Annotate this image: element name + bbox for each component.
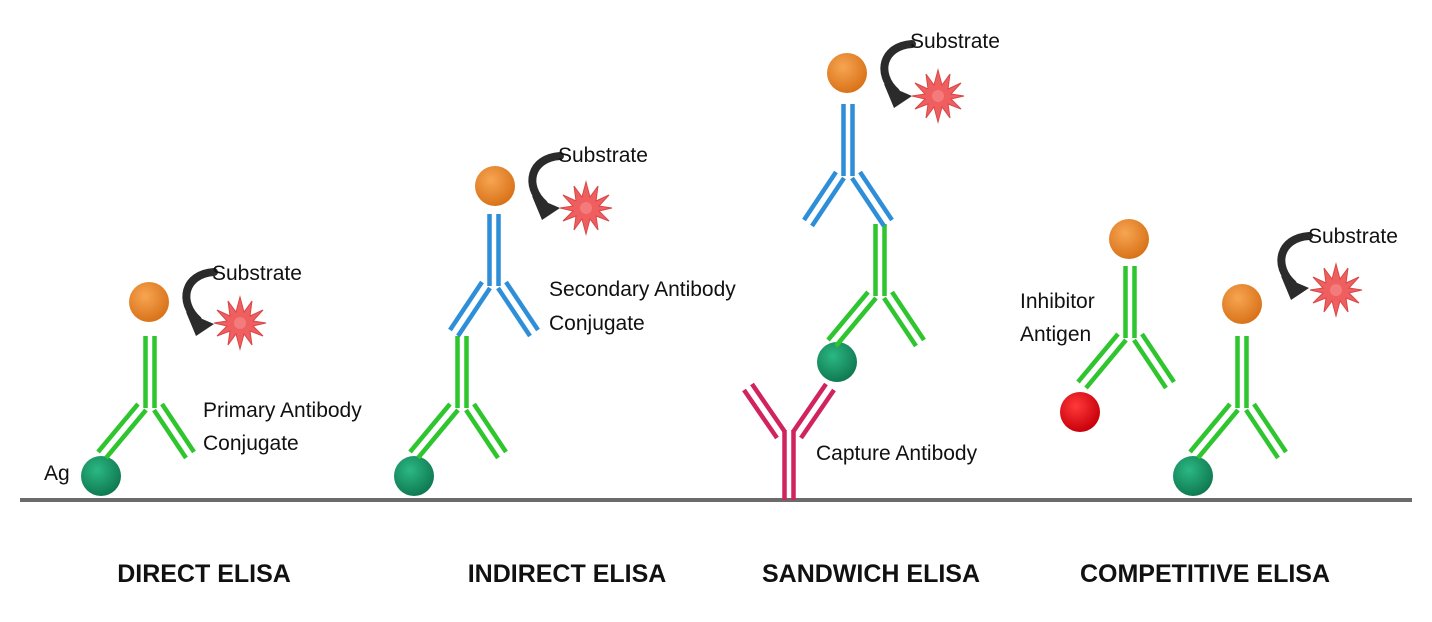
primary-antibody <box>1190 336 1286 458</box>
capture-antibody-label: Capture Antibody <box>816 442 978 465</box>
enzyme-label <box>129 282 169 322</box>
substrate-label: Substrate <box>1308 225 1398 248</box>
detection-antibody <box>828 224 924 346</box>
substrate-star-icon <box>911 69 965 123</box>
panel-title: SANDWICH ELISA <box>762 560 980 588</box>
panel-direct-elisa: Substrate Primary Antibody Conjugate Ag … <box>44 262 362 588</box>
substrate-label: Substrate <box>558 144 648 167</box>
enzyme-label <box>1222 284 1262 324</box>
panel-title: DIRECT ELISA <box>117 560 291 588</box>
antigen-label: Ag <box>44 462 70 485</box>
curved-arrow-icon <box>884 44 912 108</box>
primary-antibody <box>98 336 194 458</box>
primary-antibody <box>410 336 506 458</box>
secondary-antibody <box>450 214 538 336</box>
antibody-label-line1: Secondary Antibody <box>549 278 736 301</box>
antigen <box>1173 456 1213 496</box>
substrate-star-icon <box>213 296 267 350</box>
curved-arrow-icon <box>1281 236 1309 300</box>
panel-competitive-elisa: Inhibitor Antigen Substrate COMPETITIVE … <box>1020 219 1398 588</box>
enzyme-label <box>1109 219 1149 259</box>
inhibitor-label-line1: Inhibitor <box>1020 290 1095 313</box>
panel-indirect-elisa: Substrate Secondary Antibody Conjugate I… <box>394 144 736 588</box>
substrate-label: Substrate <box>910 30 1000 53</box>
capture-antibody <box>742 382 836 500</box>
antibody-label-line1: Primary Antibody <box>203 399 362 422</box>
substrate-star-icon <box>1309 263 1363 317</box>
panel-title: COMPETITIVE ELISA <box>1080 560 1330 588</box>
secondary-antibody <box>804 104 892 226</box>
curved-arrow-icon <box>532 156 560 220</box>
curved-arrow-icon <box>186 272 214 336</box>
panel-sandwich-elisa: Substrate Capture Antibody SANDWICH ELIS… <box>742 30 1000 588</box>
free-antibody <box>1078 266 1174 388</box>
inhibitor-label-line2: Antigen <box>1020 323 1091 346</box>
antigen <box>817 342 857 382</box>
antigen <box>81 456 121 496</box>
inhibitor-antigen <box>1060 392 1100 432</box>
panel-title: INDIRECT ELISA <box>468 560 667 588</box>
antibody-label-line2: Conjugate <box>549 312 645 335</box>
antibody-label-line2: Conjugate <box>203 432 299 455</box>
substrate-label: Substrate <box>212 262 302 285</box>
substrate-star-icon <box>559 181 613 235</box>
enzyme-label <box>827 53 867 93</box>
antigen <box>394 456 434 496</box>
enzyme-label <box>475 166 515 206</box>
